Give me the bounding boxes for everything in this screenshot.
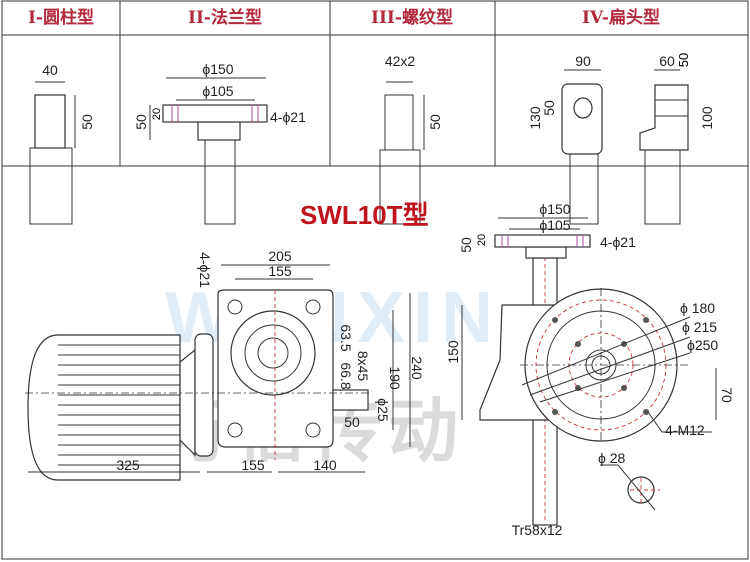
type4-width-2: 60 xyxy=(659,53,675,69)
type4-hole: 50 xyxy=(541,100,557,116)
type2-flange-height: 20 xyxy=(151,108,163,120)
type4-height-2: 100 xyxy=(699,106,715,130)
header-type-2: II-法兰型 xyxy=(188,7,262,28)
side-bore: ϕ 28 xyxy=(598,450,626,466)
front-inner-width: 155 xyxy=(268,263,292,279)
side-height: 150 xyxy=(445,340,461,364)
type4-flat-head-drawing xyxy=(561,69,689,225)
front-holes: 4-ϕ21 xyxy=(197,252,213,288)
type1-cylinder-drawing xyxy=(29,81,76,225)
type4-width: 90 xyxy=(575,53,591,69)
front-shaft-diameter: ϕ25 xyxy=(375,398,391,422)
side-pcd: ϕ105 xyxy=(539,217,570,233)
type2-height: 50 xyxy=(133,114,149,130)
front-shaft-length: 50 xyxy=(344,414,360,430)
side-flange-height: 20 xyxy=(476,234,488,246)
side-holes: 4-ϕ21 xyxy=(600,234,636,250)
type3-height-label: 50 xyxy=(427,114,443,130)
front-d1: 63.5 xyxy=(338,324,354,351)
type1-height-label: 50 xyxy=(79,114,95,130)
side-screw-spec: Tr58x12 xyxy=(512,522,563,538)
type3-thread-label: 42x2 xyxy=(385,53,416,69)
type4-top: 50 xyxy=(676,53,691,67)
type2-pcd: ϕ105 xyxy=(202,83,233,99)
front-d2: 66.8 xyxy=(338,362,354,389)
side-total-height: 50 xyxy=(458,237,474,253)
header-type-4: IV-扁头型 xyxy=(582,7,660,28)
side-d180: ϕ 180 xyxy=(680,300,715,316)
front-right-length: 140 xyxy=(313,457,337,473)
header-type-3: III-螺纹型 xyxy=(371,7,453,28)
side-bolts: 4-M12 xyxy=(665,422,705,438)
front-mid-length: 155 xyxy=(241,457,265,473)
front-view-drawing xyxy=(25,264,411,481)
front-motor-length: 325 xyxy=(116,457,140,473)
header-type-1: I-圆柱型 xyxy=(28,7,94,28)
side-offset: 70 xyxy=(719,387,735,403)
side-view-drawing xyxy=(461,217,717,526)
type2-holes: 4-ϕ21 xyxy=(270,109,306,125)
side-outer-diameter: ϕ150 xyxy=(539,201,570,217)
front-key: 8x45 xyxy=(355,351,371,382)
model-title: SWL10T型 xyxy=(300,200,429,230)
front-outer-height: 240 xyxy=(409,356,425,380)
type3-thread-drawing xyxy=(379,81,425,225)
type2-outer-diameter: ϕ150 xyxy=(202,61,233,77)
front-outer-width: 205 xyxy=(268,248,292,264)
type4-total-height: 130 xyxy=(527,106,543,130)
side-d215: ϕ 215 xyxy=(682,319,717,335)
type2-flange-drawing xyxy=(149,77,268,225)
side-d250: ϕ250 xyxy=(687,337,718,353)
front-inner-height: 190 xyxy=(387,366,403,390)
type1-width-label: 40 xyxy=(42,62,58,78)
